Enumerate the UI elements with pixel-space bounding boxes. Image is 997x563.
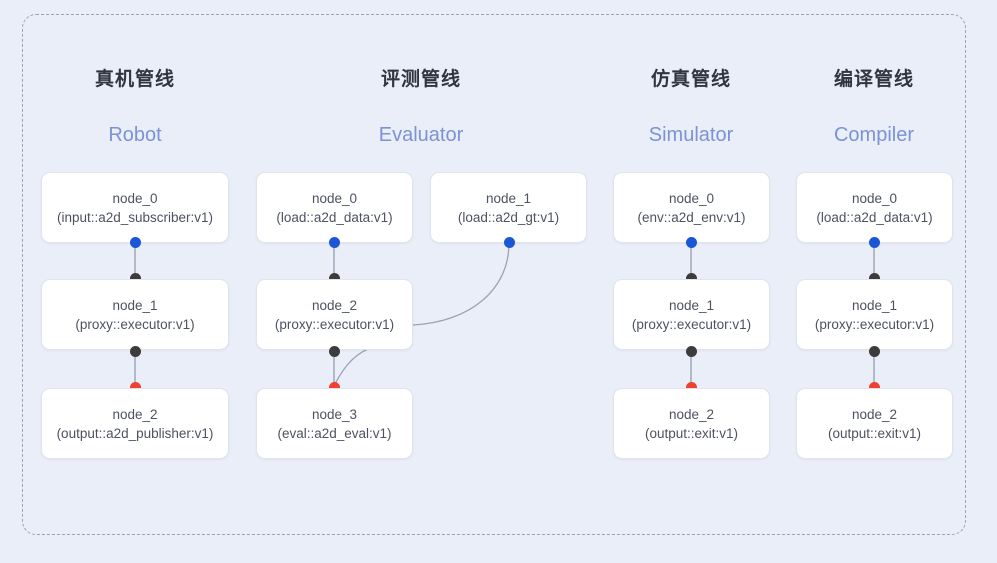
node-simulator-1[interactable]: node_1 (proxy::executor:v1)	[613, 279, 770, 350]
port-input-dark[interactable]	[328, 272, 340, 284]
column-subtitle-compiler: Compiler	[833, 124, 915, 146]
node-name: node_2	[668, 406, 715, 422]
node-compiler-0[interactable]: node_0 (load::a2d_data:v1)	[796, 172, 953, 243]
port-output-blue[interactable]	[328, 236, 340, 248]
node-name: node_1	[112, 297, 158, 313]
node-simulator-2[interactable]: node_2 (output::exit:v1)	[613, 388, 770, 459]
node-name: node_2	[112, 406, 158, 422]
node-evaluator-1[interactable]: node_1 (load::a2d_gt:v1)	[430, 172, 587, 243]
node-evaluator-0[interactable]: node_0 (load::a2d_data:v1)	[256, 172, 413, 243]
node-type: (env::a2d_env:v1)	[637, 209, 746, 225]
node-name: node_0	[668, 190, 715, 206]
node-type: (eval::a2d_eval:v1)	[277, 425, 392, 441]
port-input-dark[interactable]	[868, 272, 880, 284]
node-name: node_1	[485, 190, 532, 206]
port-output-dark[interactable]	[685, 345, 697, 357]
port-output-dark[interactable]	[868, 345, 880, 357]
port-output-blue[interactable]	[129, 236, 141, 248]
port-input-red[interactable]	[868, 381, 880, 393]
node-type: (proxy::executor:v1)	[631, 316, 752, 332]
node-compiler-2[interactable]: node_2 (output::exit:v1)	[796, 388, 953, 459]
node-robot-1[interactable]: node_1 (proxy::executor:v1)	[41, 279, 229, 350]
port-input-dark[interactable]	[685, 272, 697, 284]
node-type: (load::a2d_data:v1)	[276, 209, 393, 225]
column-subtitle-robot: Robot	[108, 124, 162, 146]
node-compiler-1[interactable]: node_1 (proxy::executor:v1)	[796, 279, 953, 350]
port-input-red[interactable]	[328, 381, 340, 393]
pipeline-group-frame	[22, 14, 966, 535]
node-name: node_2	[311, 297, 358, 313]
column-title-robot: 真机管线	[94, 69, 175, 90]
node-type: (proxy::executor:v1)	[814, 316, 935, 332]
node-name: node_0	[851, 190, 898, 206]
node-type: (output::a2d_publisher:v1)	[56, 425, 214, 441]
port-output-blue[interactable]	[503, 236, 515, 248]
node-name: node_3	[311, 406, 358, 422]
node-type: (output::exit:v1)	[644, 425, 739, 441]
column-subtitle-evaluator: Evaluator	[378, 124, 464, 146]
node-type: (load::a2d_data:v1)	[816, 209, 933, 225]
port-input-dark[interactable]	[129, 272, 141, 284]
node-name: node_1	[851, 297, 898, 313]
port-output-blue[interactable]	[685, 236, 697, 248]
node-robot-2[interactable]: node_2 (output::a2d_publisher:v1)	[41, 388, 229, 459]
node-type: (proxy::executor:v1)	[75, 316, 195, 332]
column-title-evaluator: 评测管线	[380, 69, 461, 90]
node-type: (proxy::executor:v1)	[274, 316, 395, 332]
node-name: node_2	[851, 406, 898, 422]
port-input-red[interactable]	[685, 381, 697, 393]
node-name: node_0	[112, 190, 158, 206]
port-input-red[interactable]	[129, 381, 141, 393]
node-name: node_0	[311, 190, 358, 206]
port-output-dark[interactable]	[129, 345, 141, 357]
column-title-compiler: 编译管线	[833, 69, 914, 90]
node-type: (load::a2d_gt:v1)	[457, 209, 560, 225]
node-type: (output::exit:v1)	[827, 425, 922, 441]
node-evaluator-2[interactable]: node_2 (proxy::executor:v1)	[256, 279, 413, 350]
node-robot-0[interactable]: node_0 (input::a2d_subscriber:v1)	[41, 172, 229, 243]
column-title-simulator: 仿真管线	[650, 69, 731, 90]
column-subtitle-simulator: Simulator	[648, 124, 734, 146]
node-type: (input::a2d_subscriber:v1)	[56, 209, 214, 225]
node-simulator-0[interactable]: node_0 (env::a2d_env:v1)	[613, 172, 770, 243]
port-output-blue[interactable]	[868, 236, 880, 248]
node-name: node_1	[668, 297, 715, 313]
node-evaluator-3[interactable]: node_3 (eval::a2d_eval:v1)	[256, 388, 413, 459]
port-output-dark[interactable]	[328, 345, 340, 357]
